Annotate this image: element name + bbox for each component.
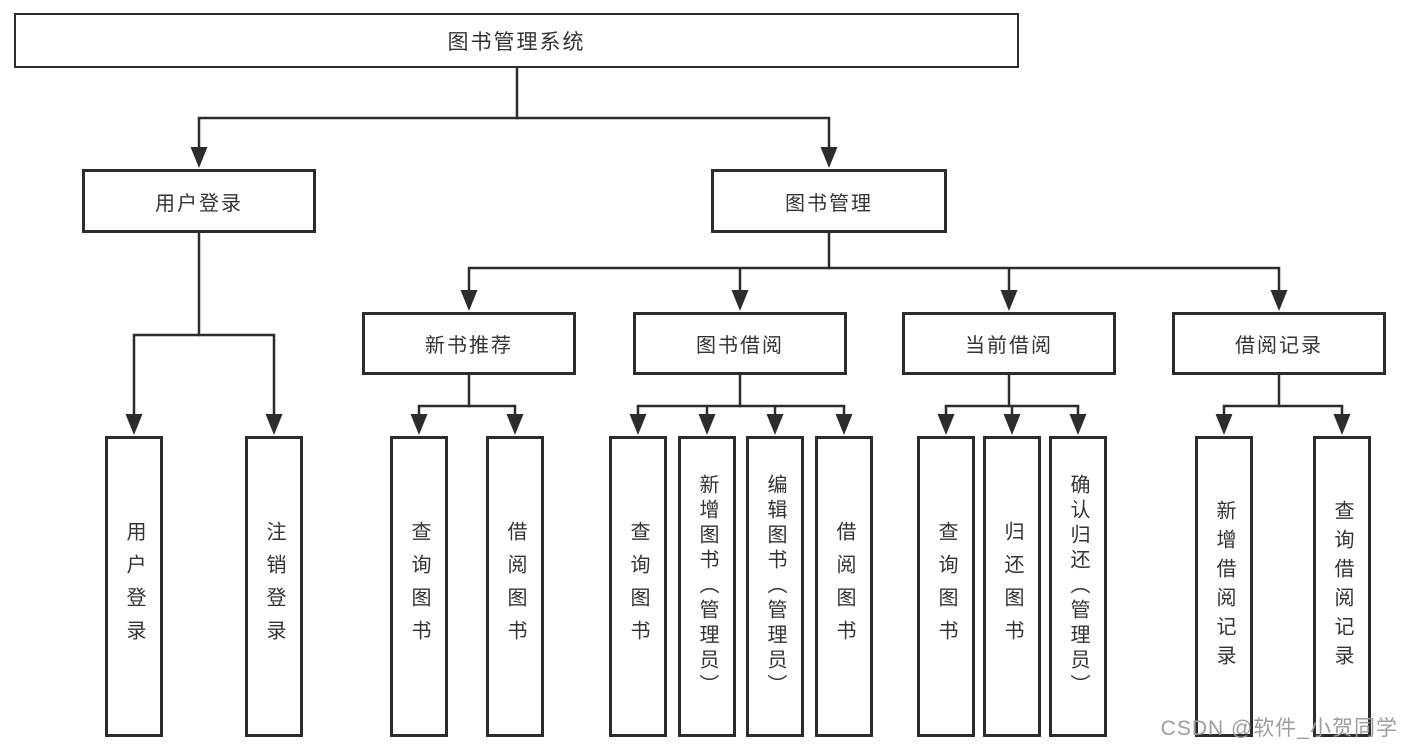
- leaf-newbook-query: 查询图书: [390, 436, 448, 737]
- node-new-book-recommend: 新书推荐: [362, 312, 576, 375]
- csdn-watermark: CSDN @软件_小贺同学: [1160, 717, 1398, 740]
- leaf-borrow-book: 借阅图书: [815, 436, 873, 737]
- node-borrow-records: 借阅记录: [1172, 312, 1386, 375]
- node-book-borrow: 图书借阅: [633, 312, 847, 375]
- node-library-system: 图书管理系统: [14, 13, 1019, 68]
- leaf-record-query: 查询借阅记录: [1313, 436, 1371, 737]
- leaf-current-confirm-return-admin: 确认归还（管理员）: [1049, 436, 1107, 737]
- leaf-borrow-query: 查询图书: [609, 436, 667, 737]
- leaf-current-query: 查询图书: [917, 436, 975, 737]
- leaf-current-return: 归还图书: [983, 436, 1041, 737]
- leaf-logout: 注销登录: [245, 436, 303, 737]
- node-book-management: 图书管理: [711, 169, 947, 233]
- leaf-user-login: 用户登录: [105, 436, 163, 737]
- leaf-borrow-add-book-admin: 新增图书（管理员）: [678, 436, 736, 737]
- leaf-borrow-edit-book-admin: 编辑图书（管理员）: [746, 436, 804, 737]
- node-current-borrow: 当前借阅: [902, 312, 1116, 375]
- node-user-login: 用户登录: [82, 169, 316, 233]
- leaf-newbook-borrow: 借阅图书: [486, 436, 544, 737]
- leaf-record-add: 新增借阅记录: [1195, 436, 1253, 737]
